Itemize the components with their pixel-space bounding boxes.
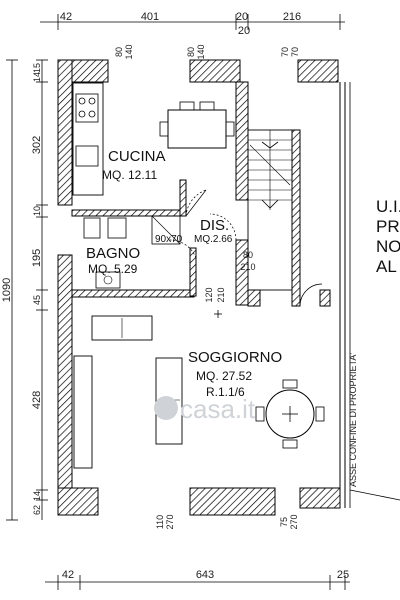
opening-labels: 80 140 80 140 70 70 80 210 120 210 110 2… bbox=[114, 44, 300, 529]
dim-top-sub-20: 20 bbox=[238, 25, 250, 37]
room-cucina-area: MQ. 12.11 bbox=[102, 168, 157, 182]
room-soggiorno-area: MQ. 27.52 bbox=[196, 369, 252, 383]
opening-bagno-h: 210 bbox=[216, 287, 226, 302]
dim-bottom-643: 643 bbox=[196, 569, 214, 581]
walls bbox=[57, 59, 346, 516]
opening-bottom-left-w: 110 bbox=[155, 515, 165, 529]
opening-cucina-right-h: 140 bbox=[196, 44, 206, 59]
kitchen-table-icon bbox=[167, 109, 227, 149]
bottom-dimension: 42 643 25 bbox=[45, 569, 350, 590]
opening-cucina-left-w: 80 bbox=[114, 47, 124, 57]
opening-bagno-w: 120 bbox=[204, 287, 214, 302]
dim-left-15: 15 bbox=[32, 63, 42, 73]
dim-left-10: 10 bbox=[32, 206, 42, 216]
room-soggiorno-ratio: R.1.1/6 bbox=[206, 385, 245, 399]
dim-left-195: 195 bbox=[31, 249, 43, 267]
neighbor-line-3: NO bbox=[376, 237, 400, 256]
left-dimension: 15 14 302 10 195 45 428 14 62 1090 bbox=[1, 59, 48, 521]
room-soggiorno-name: SOGGIORNO bbox=[188, 349, 282, 366]
opening-stair-w: 70 bbox=[280, 47, 290, 57]
sofa-icon bbox=[91, 315, 153, 341]
dim-top-401: 401 bbox=[141, 11, 159, 23]
dim-bottom-42: 42 bbox=[62, 569, 74, 581]
kitchen-fixtures bbox=[72, 82, 235, 196]
watermark: casa.it bbox=[154, 394, 256, 424]
opening-bottom-right-w: 75 bbox=[279, 517, 289, 527]
cabinet-icon bbox=[73, 355, 93, 469]
opening-cucina-left-h: 140 bbox=[124, 44, 134, 59]
sofa-2-icon bbox=[155, 357, 183, 445]
dim-left-62: 62 bbox=[32, 505, 42, 515]
round-table-icon bbox=[265, 389, 315, 439]
opening-bottom-right-h: 270 bbox=[289, 514, 299, 529]
neighbor-line-4: AL bbox=[376, 257, 397, 276]
dim-left-45: 45 bbox=[32, 295, 42, 305]
shower-icon bbox=[151, 215, 181, 245]
door-swings bbox=[169, 189, 323, 307]
toilet-icon bbox=[83, 217, 101, 239]
neighbor-line-2: PR bbox=[376, 217, 400, 236]
shower-size: 90x70 bbox=[155, 234, 183, 245]
room-dis-area: MQ.2.66 bbox=[194, 234, 233, 245]
room-bagno-area: MQ. 5.29 bbox=[88, 262, 138, 276]
opening-bottom-left-h: 270 bbox=[165, 514, 175, 529]
neighbor-line-1: U.I. bbox=[376, 197, 400, 216]
stairs-icon bbox=[247, 129, 293, 291]
top-dimension: 42 401 20 216 20 bbox=[40, 11, 345, 37]
room-cucina-name: CUCINA bbox=[108, 148, 166, 165]
watermark-text: casa.it bbox=[180, 394, 256, 424]
dim-left-428: 428 bbox=[31, 391, 43, 409]
stove-icon bbox=[75, 93, 99, 123]
dim-top-42: 42 bbox=[60, 11, 72, 23]
dim-left-14b: 14 bbox=[32, 491, 42, 501]
dim-total-height: 1090 bbox=[1, 278, 13, 302]
dim-left-302: 302 bbox=[31, 136, 43, 154]
dim-left-14: 14 bbox=[32, 72, 42, 82]
opening-stair-h: 70 bbox=[290, 47, 300, 57]
washbasin-icon bbox=[95, 271, 121, 289]
dim-top-216: 216 bbox=[283, 11, 301, 23]
room-labels: CUCINA MQ. 12.11 BAGNO MQ. 5.29 DIS. MQ.… bbox=[86, 148, 282, 399]
living-furniture bbox=[73, 310, 325, 469]
bidet-icon bbox=[107, 217, 127, 239]
dim-bottom-25: 25 bbox=[337, 569, 349, 581]
boundary-label: ASSE CONFINE DI PROPRIETA' bbox=[348, 353, 358, 487]
neighbor-unit: U.I. PR NO AL ASSE CONFINE DI PROPRIETA' bbox=[348, 82, 400, 508]
bathroom-fixtures: 90x70 bbox=[83, 215, 183, 289]
dim-top-20: 20 bbox=[236, 11, 248, 23]
room-bagno-name: BAGNO bbox=[86, 245, 140, 262]
room-dis-name: DIS. bbox=[200, 217, 229, 234]
opening-cucina-right-w: 80 bbox=[186, 47, 196, 57]
kitchen-sink-icon bbox=[75, 145, 99, 167]
